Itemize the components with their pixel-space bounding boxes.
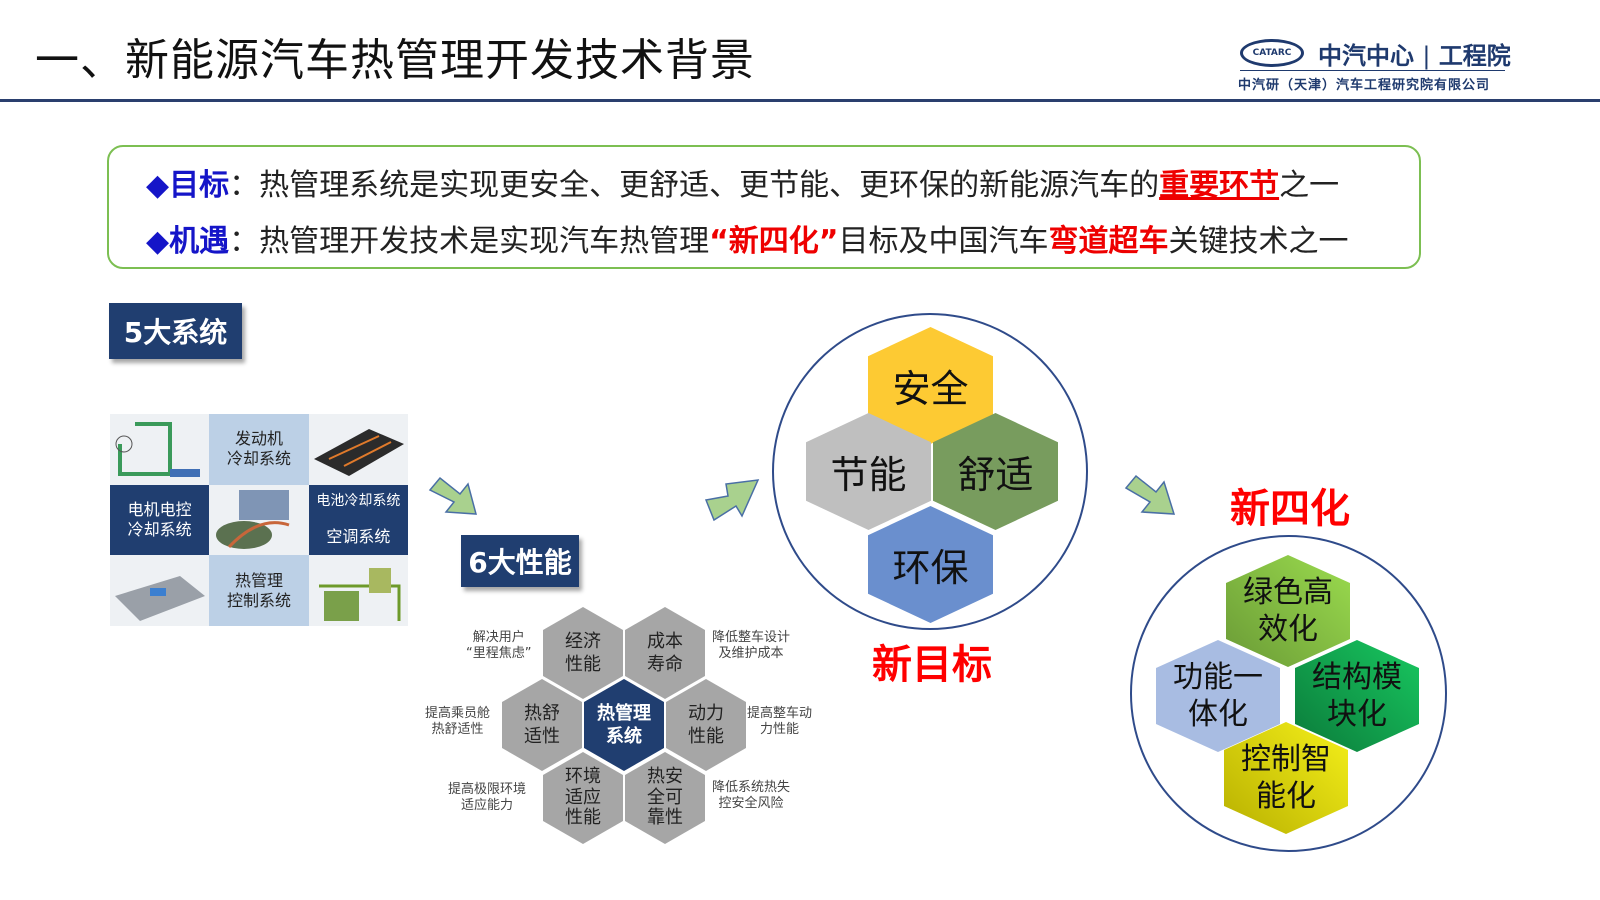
four-modernizations-label: 新四化 (1230, 486, 1350, 532)
bullet-icon: ◆ (146, 224, 170, 259)
arrow-down-right-icon (1124, 474, 1176, 515)
arrow-up-right-icon (704, 479, 760, 522)
opportunity-tail: 关键技术之一 (1168, 224, 1349, 259)
hex-power: 动力 性能 (666, 679, 746, 771)
ac-loop-image (308, 555, 408, 626)
logo-division: 工程院 (1438, 42, 1511, 70)
page-title: 一、新能源汽车热管理开发技术背景 (35, 35, 755, 86)
ac-system: 空调系统 (326, 527, 391, 547)
ac-components-image (209, 484, 309, 556)
goal-key: 目标 (169, 168, 230, 203)
logo-name-text: 中汽中心 (1318, 42, 1414, 70)
hex-green-efficient: 绿色高 效化 (1226, 555, 1350, 667)
opportunity-highlight-2: 弯道超车 (1048, 224, 1169, 259)
hex-comfort: 热舒 适性 (502, 679, 582, 771)
goal-highlight: 重要环节 (1159, 168, 1280, 203)
six-performance-tag: 6大性能 (461, 535, 579, 587)
hex-intelligent-control: 控制智 能化 (1224, 722, 1348, 834)
note-safety: 降低系统热失 控安全风险 (712, 780, 791, 812)
battery-pack-image (308, 414, 408, 485)
colon: ： (229, 168, 260, 203)
systems-grid: 发动机 冷却系统 电机电控 冷却系统 电池冷却系统空调系统 热管理 控制系统 (110, 414, 408, 626)
colon: ： (229, 224, 260, 259)
opportunity-text: 热管理开发技术是实现汽车热管理 (259, 224, 710, 259)
arrow-down-right-icon (428, 476, 477, 515)
hex-modular: 结构模 块化 (1295, 640, 1419, 752)
opportunity-highlight-1: “新四化” (709, 224, 839, 259)
logo-divider (1240, 70, 1505, 71)
note-power: 提高整车动 力性能 (747, 706, 813, 738)
hex-economy: 经济 性能 (543, 607, 623, 699)
catarc-logo: CATARC (1240, 39, 1304, 67)
vehicle-chassis-image (110, 555, 210, 626)
battery-cooling-system: 电池冷却系统 (316, 492, 401, 509)
goal-line: ◆目标：热管理系统是实现更安全、更舒适、更节能、更环保的新能源汽车的重要环节之一 (146, 160, 1339, 204)
thermal-control-system: 热管理 控制系统 (209, 555, 309, 626)
goal-tail: 之一 (1279, 168, 1340, 203)
new-goals-circle (772, 313, 1088, 630)
hex-thermal-system: 热管理 系统 (584, 679, 664, 771)
logo-subtitle: 中汽研（天津）汽车工程研究院有限公司 (1238, 78, 1491, 93)
goal-box (107, 145, 1421, 269)
goal-text: 热管理系统是实现更安全、更舒适、更节能、更环保的新能源汽车的 (259, 168, 1160, 203)
logo-name: 中汽中心 | 工程院 (1318, 42, 1511, 70)
header-divider (0, 99, 1600, 102)
opportunity-key: 机遇 (169, 224, 230, 259)
motor-control-cooling-system: 电机电控 冷却系统 (110, 484, 210, 556)
five-systems-tag: 5大系统 (109, 303, 242, 359)
note-comfort: 提高乘员舱 热舒适性 (425, 706, 491, 738)
engine-cooling-diagram (110, 414, 210, 485)
note-environment: 提高极限环境 适应能力 (448, 782, 527, 814)
opportunity-mid: 目标及中国汽车 (838, 224, 1049, 259)
new-goals-label: 新目标 (872, 642, 992, 688)
engine-cooling-system: 发动机 冷却系统 (209, 414, 309, 485)
four-modernizations-circle (1130, 535, 1447, 852)
hex-cost-life: 成本 寿命 (625, 607, 705, 699)
note-economy: 解决用户 “里程焦虑” (466, 630, 532, 662)
hex-safety: 热安 全可 靠性 (625, 752, 705, 844)
hex-integration: 功能一 体化 (1156, 640, 1280, 752)
battery-ac-cell: 电池冷却系统空调系统 (308, 484, 408, 556)
opportunity-line: ◆机遇：热管理开发技术是实现汽车热管理“新四化”目标及中国汽车弯道超车关键技术之… (146, 216, 1349, 260)
hex-environment: 环境 适应 性能 (543, 752, 623, 844)
note-cost: 降低整车设计 及维护成本 (712, 630, 791, 662)
bullet-icon: ◆ (146, 168, 170, 203)
